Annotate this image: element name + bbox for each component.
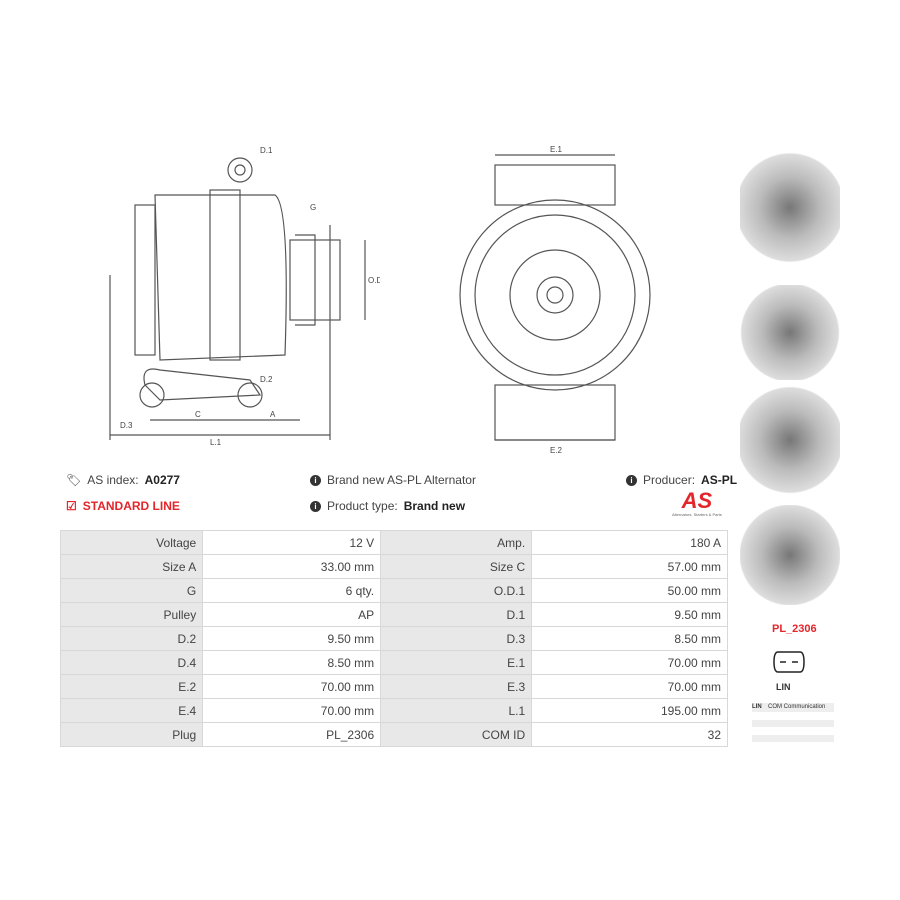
product-type-label: Product type:	[327, 499, 398, 513]
spec-label: Pulley	[59, 602, 204, 627]
spec-value: 50.00 mm	[531, 578, 728, 603]
producer: i Producer: AS-PL	[626, 473, 737, 487]
spec-value: 8.50 mm	[202, 650, 382, 675]
plug-pin-desc: COM Communication	[768, 704, 826, 710]
label-d3: D.3	[120, 421, 133, 430]
description: i Brand new AS-PL Alternator	[310, 473, 476, 487]
as-logo: AS Alternators, Starters & Parts	[672, 488, 722, 518]
product-photo-rear[interactable]	[740, 385, 840, 495]
producer-value: AS-PL	[701, 473, 738, 487]
plug-connector-icon	[773, 651, 805, 673]
spec-value: 180 A	[531, 530, 728, 555]
checkbox-icon: ☑	[66, 499, 77, 513]
as-index: 🏷 AS index: A0277	[66, 473, 180, 487]
product-type: i Product type: Brand new	[310, 499, 465, 513]
label-a: A	[270, 410, 276, 419]
label-e2: E.2	[550, 446, 563, 455]
spec-value: 33.00 mm	[202, 554, 382, 579]
spec-value: 9.50 mm	[531, 602, 728, 627]
label-d2: D.2	[260, 375, 273, 384]
producer-label: Producer:	[643, 473, 696, 487]
front-view-drawing: E.1 E.2	[459, 145, 651, 455]
product-photo-side[interactable]	[740, 285, 840, 380]
as-index-label: AS index:	[87, 473, 139, 487]
spec-value: 70.00 mm	[202, 698, 382, 723]
spec-value: 9.50 mm	[202, 626, 382, 651]
spec-label: O.D.1	[380, 578, 533, 603]
spec-label: L.1	[380, 698, 533, 723]
spec-label: D.1	[380, 602, 533, 627]
tag-icon: 🏷	[66, 473, 82, 487]
logo-text: AS	[681, 488, 713, 513]
spec-label: D.3	[380, 626, 533, 651]
product-photo-angle[interactable]	[740, 505, 840, 605]
spec-label: Plug	[59, 722, 204, 747]
label-od1: O.D.1	[368, 276, 380, 285]
label-g: G	[310, 203, 316, 212]
label-l1: L.1	[210, 438, 222, 447]
spec-value: 70.00 mm	[531, 650, 728, 675]
plug-code: PL_2306	[772, 623, 817, 635]
spec-value: 8.50 mm	[531, 626, 728, 651]
info-icon: i	[310, 500, 321, 512]
spec-label: D.2	[59, 626, 204, 651]
plug-type: LIN	[776, 682, 791, 692]
plug-table: LIN COM Communication	[752, 703, 834, 742]
info-icon: i	[310, 474, 321, 486]
product-type-value: Brand new	[403, 499, 466, 513]
spec-label: E.3	[380, 674, 533, 699]
spec-value: 70.00 mm	[202, 674, 382, 699]
spec-value: PL_2306	[202, 722, 382, 747]
description-text: Brand new AS-PL Alternator	[327, 473, 476, 487]
label-d1: D.1	[260, 146, 273, 155]
spec-value: 6 qty.	[202, 578, 382, 603]
line-label: STANDARD LINE	[82, 499, 180, 513]
spec-label: E.4	[59, 698, 204, 723]
spec-value: 195.00 mm	[531, 698, 728, 723]
label-e1: E.1	[550, 145, 563, 154]
spec-label: E.2	[59, 674, 204, 699]
spec-value: AP	[202, 602, 382, 627]
spec-label: COM ID	[380, 722, 533, 747]
spec-label: E.1	[380, 650, 533, 675]
spec-value: 57.00 mm	[531, 554, 728, 579]
spec-value: 32	[531, 722, 728, 747]
spec-label: G	[59, 578, 204, 603]
product-photo-front[interactable]	[740, 150, 840, 265]
as-index-value: A0277	[144, 473, 180, 487]
spec-label: D.4	[59, 650, 204, 675]
spec-label: Amp.	[380, 530, 533, 555]
label-c: C	[195, 410, 201, 419]
side-view-drawing: D.1 G O.D.1 D.2 D.3 C A L.1	[109, 146, 380, 447]
standard-line: ☑ STANDARD LINE	[66, 499, 180, 513]
spec-label: Size C	[380, 554, 533, 579]
spec-value: 12 V	[202, 530, 382, 555]
spec-label: Voltage	[59, 530, 204, 555]
spec-value: 70.00 mm	[531, 674, 728, 699]
plug-pin: LIN	[752, 704, 762, 710]
info-icon: i	[626, 474, 637, 486]
logo-tagline: Alternators, Starters & Parts	[672, 512, 722, 517]
spec-label: Size A	[59, 554, 204, 579]
